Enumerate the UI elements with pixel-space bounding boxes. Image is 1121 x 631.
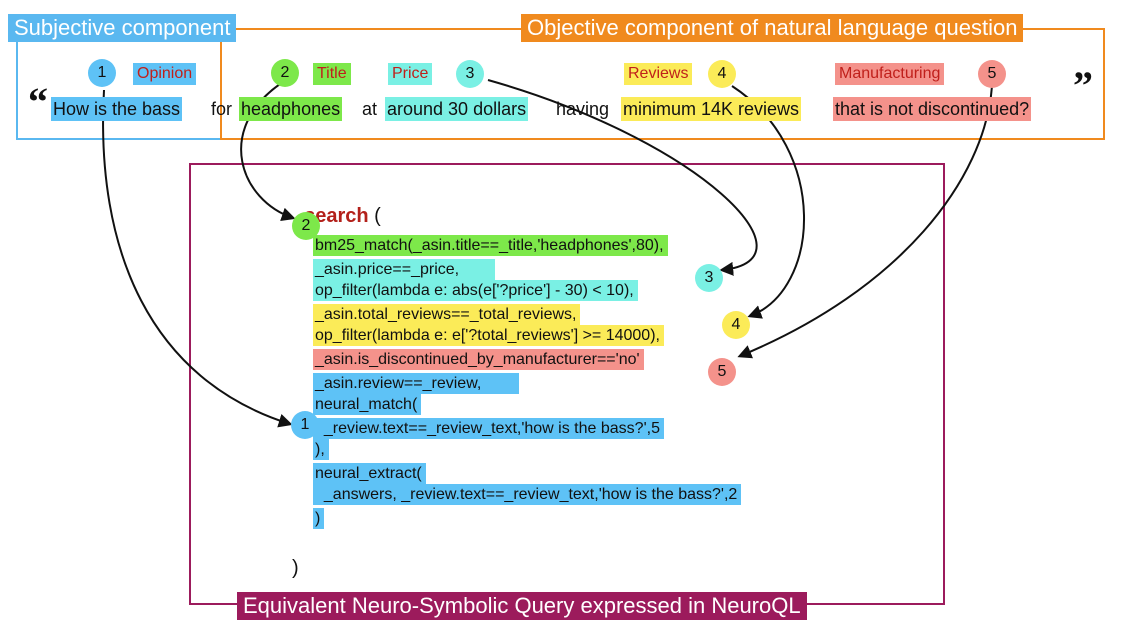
badge-1: 1: [88, 59, 116, 87]
search-keyword: search: [304, 205, 369, 227]
objective-header: Objective component of natural language …: [521, 14, 1024, 42]
query-badge-5: 5: [708, 358, 736, 386]
open-quote: “: [28, 79, 48, 124]
query-line-13: ): [313, 508, 325, 529]
query-line-9: _review.text==_review_text,'how is the b…: [313, 418, 664, 439]
badge-2: 2: [271, 59, 299, 87]
subjective-header: Subjective component: [8, 14, 237, 42]
query-line-4: _asin.total_reviews==_total_reviews,: [313, 304, 581, 325]
tag-price: Price: [388, 63, 433, 85]
question-word-at: at: [362, 99, 378, 119]
question-price: around 30 dollars: [385, 97, 529, 121]
query-line-5: op_filter(lambda e: e['?total_reviews'] …: [313, 325, 664, 346]
arrow-3: [487, 79, 758, 276]
query-line-12: _answers, _review.text==_review_text,'ho…: [313, 484, 742, 505]
query-line-8: neural_match(: [313, 394, 422, 415]
query-badge-3: 3: [695, 264, 723, 292]
query-line-10: ),: [313, 439, 329, 460]
query-line-6: _asin.is_discontinued_by_manufacturer=='…: [313, 349, 644, 370]
arrow-1: [102, 89, 293, 428]
query-line-3: op_filter(lambda e: abs(e['?price'] - 30…: [313, 280, 638, 301]
question-title: headphones: [239, 97, 343, 121]
close-quote: ”: [1073, 63, 1093, 108]
question-opinion: How is the bass: [51, 97, 183, 121]
query-line-1: bm25_match(_asin.title==_title,'headphon…: [313, 235, 668, 256]
neuroql-header: Equivalent Neuro-Symbolic Query expresse…: [237, 592, 807, 620]
arrow-5: [737, 85, 993, 359]
badge-5: 5: [978, 60, 1006, 88]
tag-reviews: Reviews: [624, 63, 693, 85]
badge-3: 3: [456, 60, 484, 88]
badge-4: 4: [708, 60, 736, 88]
query-line-11: neural_extract(: [313, 463, 426, 484]
search-keyword-line: search (: [293, 180, 381, 228]
query-line-2: _asin.price==_price,: [313, 259, 495, 280]
question-word-having: having: [556, 99, 610, 119]
query-badge-2: 2: [292, 212, 320, 240]
search-close-paren: ): [292, 557, 299, 579]
question-manufacturing: that is not discontinued?: [833, 97, 1032, 121]
query-badge-1: 1: [291, 411, 319, 439]
tag-opinion: Opinion: [133, 63, 197, 85]
search-open-paren: (: [368, 205, 381, 227]
question-reviews: minimum 14K reviews: [621, 97, 802, 121]
query-badge-4: 4: [722, 311, 750, 339]
query-line-7: _asin.review==_review,: [313, 373, 519, 394]
tag-manufacturing: Manufacturing: [835, 63, 945, 85]
question-word-for: for: [211, 99, 233, 119]
tag-title: Title: [313, 63, 351, 85]
